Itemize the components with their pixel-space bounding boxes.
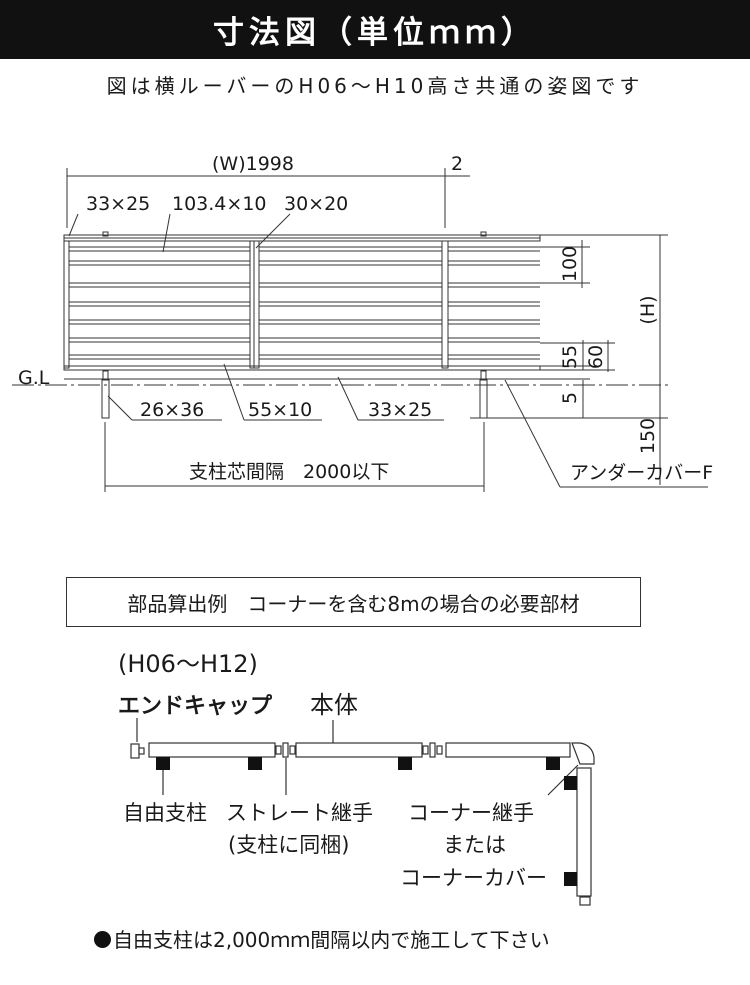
free-post-left [101,379,110,419]
rail-b-label: 60 [585,345,607,369]
width-label: (W)1998 [212,153,294,175]
post-size-label: 26×36 [140,399,204,421]
end-cap [130,743,140,759]
top-cap-right [480,231,487,237]
top-cap-left [102,231,109,237]
mid-post-leader [255,213,291,249]
page-title: 寸法図（単位ｍｍ） [213,15,537,51]
end-cap-bottom [579,896,591,906]
panel-post [441,240,449,369]
parts-example-text: 部品算出例 コーナーを含む8mの場合の必要部材 [127,591,580,616]
parts-example-box: 部品算出例 コーナーを含む8mの場合の必要部材 [66,577,641,627]
rail-leader [223,363,245,421]
pitch-label: 100 [559,246,581,282]
corner-joint-label: コーナー継手 [408,801,534,825]
end-cap-connector [138,747,145,755]
mid-post-size-label: 30×20 [284,193,348,215]
or-label: または [443,833,506,857]
under-cover-leader [504,379,561,488]
end-post-leader [68,213,79,237]
bottom-bar-size-label: 33×25 [368,399,432,421]
corner-cover-label: コーナーカバー [400,866,547,890]
under-cover-label: アンダーカバーF [570,462,713,484]
fence-panel-1 [148,742,276,758]
louver-leader [162,213,171,253]
post-leader [107,395,133,421]
end-post [63,240,70,369]
height-label: (H) [637,295,659,324]
corner-joint-arrow [547,764,579,796]
straight-joint-2b [429,742,436,758]
straight-joint-1b [282,742,289,758]
post-bracket-right [480,370,487,380]
free-post-label: 自由支柱 [123,801,207,825]
end-post-size-label: 33×25 [86,193,150,215]
fence-panel-4 [576,767,592,897]
rail-a-label: 55 [559,345,581,369]
ground-label: G.L [18,367,50,389]
post-spacing-label: 支柱芯間隔 2000以下 [189,461,389,483]
louver-group [69,246,540,360]
height-range-label: (H06～H12) [118,650,258,678]
free-post-6 [564,872,577,886]
installation-note: 自由支柱は2,000ｍｍ間隔以内で施工して下さい [94,924,550,953]
bottom-bar-leader [337,376,359,421]
straight-joint-2c [436,745,443,755]
embed-label: 150 [637,418,659,454]
bottom-rail [63,365,541,371]
free-post-2 [248,757,262,770]
body-label: 本体 [310,691,358,719]
free-post-5 [564,776,577,790]
fence-panel-3 [445,742,571,758]
rail-size-label: 55×10 [248,399,312,421]
bullet-icon [94,931,111,948]
fence-panel-2 [295,742,423,758]
corner-joint [571,742,595,765]
gap-label: 2 [451,153,463,175]
straight-joint-1a [275,745,282,755]
free-post-1 [156,757,170,770]
title-bar: 寸法図（単位ｍｍ） [0,0,750,59]
free-post-right [479,379,488,419]
diagram-subtitle: 図は横ルーバーのH06～H10高さ共通の姿図です [106,74,644,98]
straight-joint-label: ストレート継手 [226,801,373,825]
straight-joint-note: (支柱に同梱) [228,833,349,857]
installation-note-text: 自由支柱は2,000ｍｍ間隔以内で施工して下さい [113,928,550,952]
free-post-4 [546,757,560,770]
straight-joint-2a [422,745,429,755]
gap-vertical-label: 5 [559,392,581,404]
straight-joint-1c [289,745,296,755]
post-bracket-left [102,370,109,380]
free-post-3 [398,757,412,770]
end-cap-label: エンドキャップ [118,694,273,719]
louver-size-label: 103.4×10 [172,193,267,215]
